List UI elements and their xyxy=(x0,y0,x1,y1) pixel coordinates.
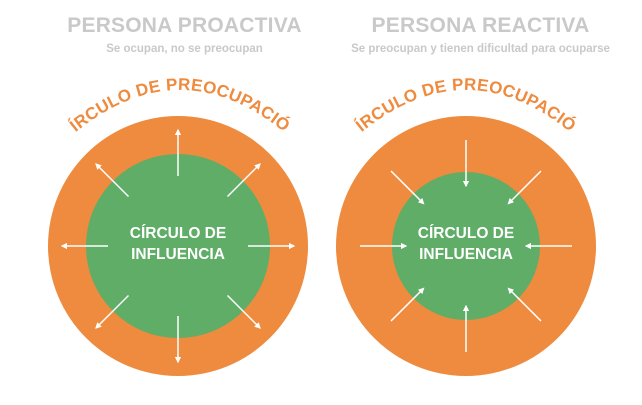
reactive-arrow-2 xyxy=(507,170,542,205)
proactive-concern-label: CÍRCULO DE PREOCUPACIÓN xyxy=(0,0,294,135)
reactive-arrows xyxy=(360,140,572,352)
proactive-diagram: CÍRCULO DE PREOCUPACIÓN CÍRCULO DE INFLU… xyxy=(0,0,308,376)
proactive-arrow-2 xyxy=(226,163,261,198)
reactive-arrow-6 xyxy=(390,287,425,322)
reactive-arrow-8 xyxy=(390,170,425,205)
reactive-title: PERSONA REACTIVA xyxy=(371,14,590,37)
reactive-influence-label-line1: CÍRCULO DE xyxy=(418,225,514,242)
reactive-subtitle: Se preocupan y tienen dificultad para oc… xyxy=(351,43,610,55)
proactive-arrows xyxy=(60,128,296,364)
proactive-influence-label-line2: INFLUENCIA xyxy=(131,246,225,263)
proactive-subtitle: Se ocupan, no se preocupan xyxy=(106,43,263,55)
reactive-influence-circle xyxy=(392,172,540,320)
reactive-influence-label-line2: INFLUENCIA xyxy=(419,246,513,263)
proactive-influence-circle xyxy=(86,154,270,338)
proactive-arrow-4 xyxy=(226,294,261,329)
proactive-arrow-6 xyxy=(95,294,130,329)
proactive-concern-label-path: CÍRCULO DE PREOCUPACIÓN xyxy=(0,0,293,135)
proactive-arrow-8 xyxy=(95,163,130,198)
proactive-title: PERSONA PROACTIVA xyxy=(67,14,302,37)
reactive-arrow-4 xyxy=(507,287,542,322)
proactive-influence-label-line1: CÍRCULO DE xyxy=(130,225,226,242)
